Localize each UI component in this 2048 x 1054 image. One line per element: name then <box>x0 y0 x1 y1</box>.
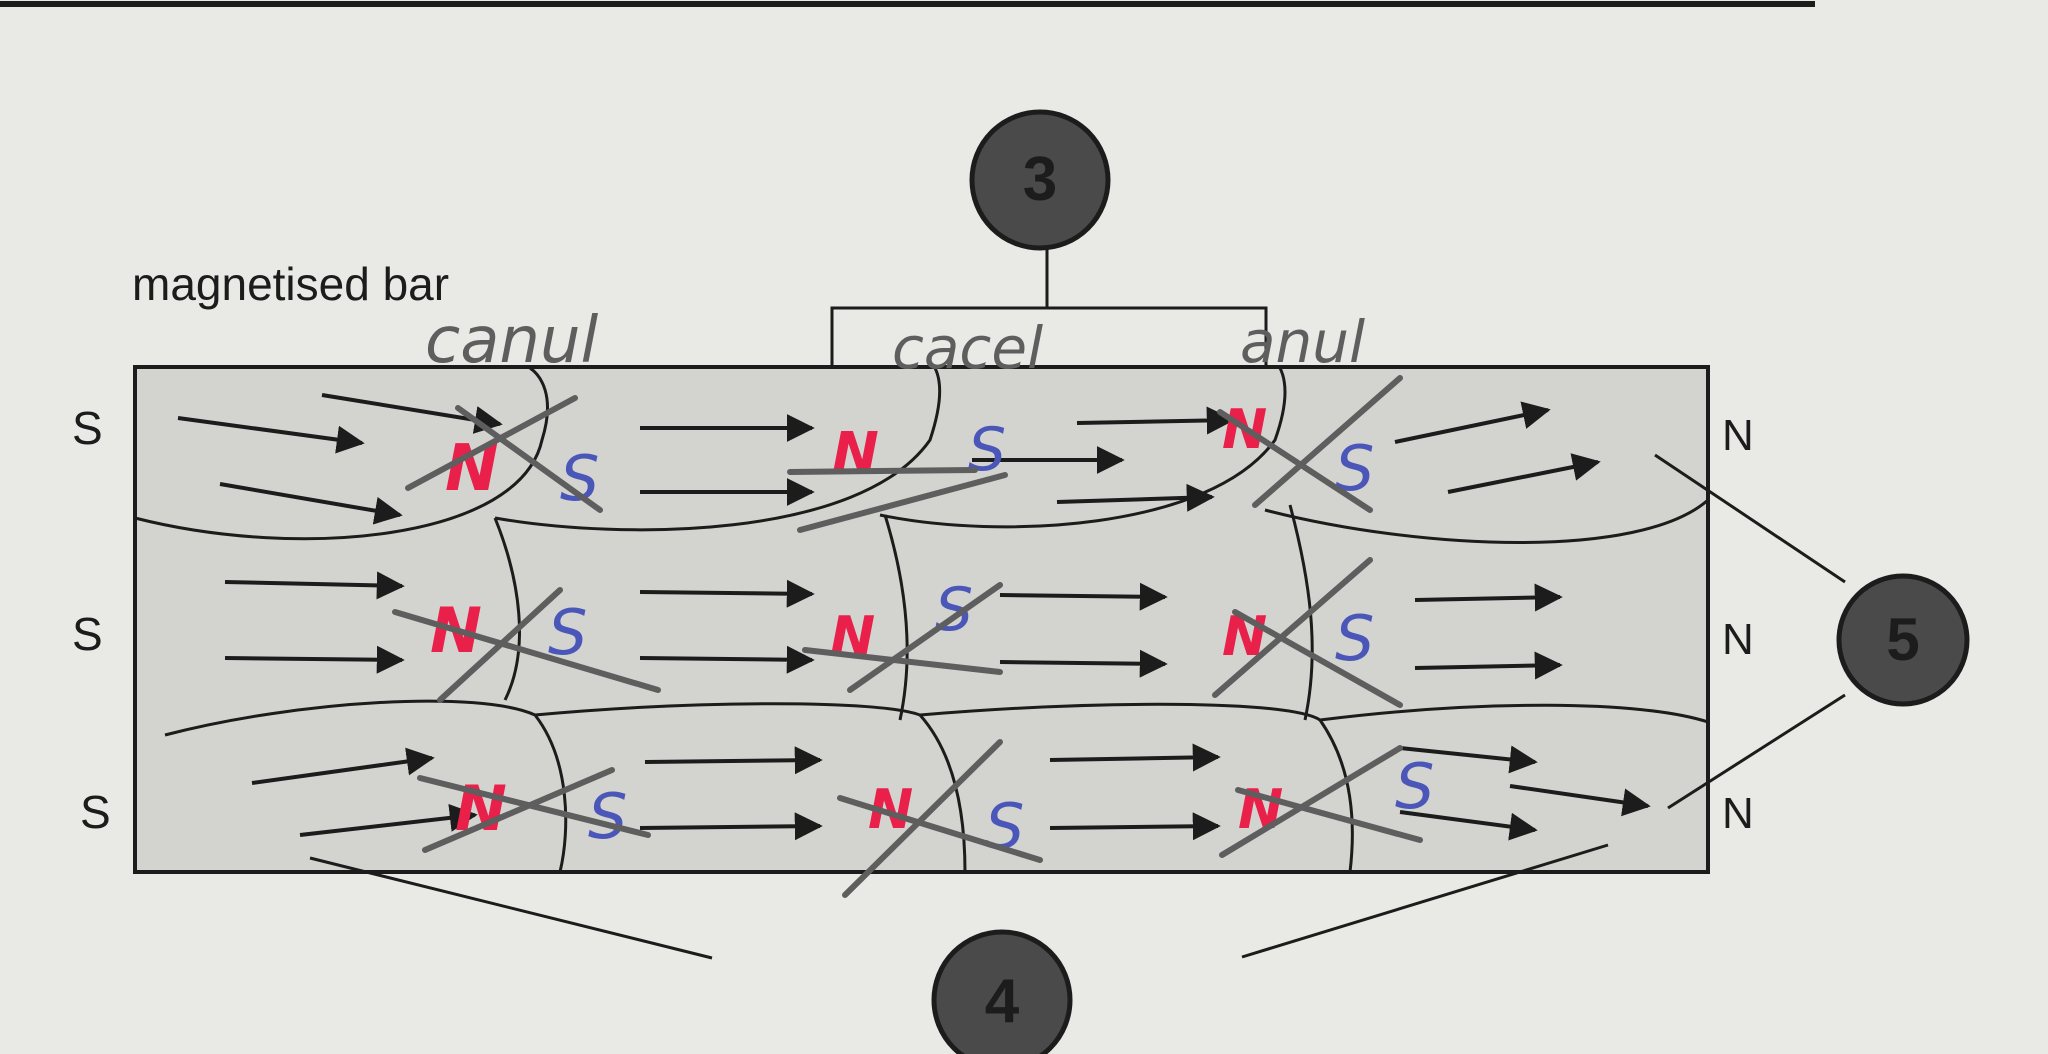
dipole-arrow <box>1399 810 1538 841</box>
crossout-stroke <box>1235 787 1423 843</box>
dipole-arrow <box>224 571 405 600</box>
domain-south-mark: S <box>1395 750 1434 823</box>
right-pole-label: N <box>1722 411 1754 460</box>
dipole-arrow <box>1056 483 1215 512</box>
domain-south-mark: S <box>588 780 627 853</box>
leader-line-5 <box>1654 453 1846 584</box>
domain-boundary <box>1264 498 1709 544</box>
leader-line-4 <box>309 856 713 960</box>
crossout-stroke <box>847 582 1003 693</box>
dipole-arrow <box>999 582 1168 611</box>
marker-3-label: 3 <box>1023 145 1057 214</box>
right-pole-label: N <box>1722 789 1754 838</box>
domain-boundary <box>493 517 521 701</box>
domain-pole-markings: N S N S N S N S N S N S N S N S N S <box>430 398 1434 863</box>
crossout-stroke <box>1217 409 1373 513</box>
dipole-arrow <box>1049 812 1221 841</box>
crossout-stroke <box>837 795 1043 863</box>
marker-4-label: 4 <box>985 967 1020 1036</box>
dipole-arrow <box>1076 406 1235 435</box>
crossout-stroke <box>405 395 578 491</box>
dipole-arrow <box>219 482 403 525</box>
handwritten-annotation: canul <box>425 304 599 378</box>
marker-5: 5 <box>1836 573 1970 707</box>
leader-line-4 <box>1241 843 1609 959</box>
domain-boundary <box>1319 703 1709 724</box>
crossout-stroke <box>802 647 1003 675</box>
dipole-arrow <box>639 579 815 608</box>
dipole-arrow <box>1509 784 1651 817</box>
handwritten-annotation: cacel <box>892 314 1043 382</box>
dipole-arrow <box>251 747 435 785</box>
dipole-arrow <box>639 812 823 841</box>
leader-lines <box>309 453 1846 960</box>
dipole-arrow <box>999 649 1168 678</box>
crossout-stroke <box>422 767 615 853</box>
crossout-stroke <box>437 587 563 703</box>
dipole-arrow <box>644 746 823 775</box>
dipole-arrow <box>1447 453 1601 494</box>
dipole-arrow <box>1414 651 1563 680</box>
domain-boundary <box>134 366 549 541</box>
domain-boundary <box>919 702 1354 873</box>
marker-5-label: 5 <box>1886 606 1919 673</box>
crossout-stroke <box>842 739 1003 898</box>
dipole-arrow <box>1394 401 1551 444</box>
crossout-stroke <box>392 609 661 693</box>
domain-north-mark: N <box>832 421 879 486</box>
dipole-arrow <box>224 645 405 674</box>
pencil-crossouts <box>392 375 1423 898</box>
left-pole-label: S <box>80 786 111 838</box>
domain-boundary <box>534 702 967 873</box>
marker-3: 3 <box>969 109 1111 251</box>
dipole-arrow <box>1049 743 1221 772</box>
handwritten-annotation: anul <box>1240 308 1365 376</box>
magnetised-bar <box>133 365 1710 874</box>
dipole-arrow <box>299 803 478 837</box>
dipole-arrow <box>639 645 815 674</box>
dipole-arrow <box>1399 745 1538 774</box>
bar-title: magnetised bar <box>132 258 449 310</box>
left-pole-label: S <box>72 402 103 454</box>
dipole-arrow <box>1414 583 1563 612</box>
right-pole-label: N <box>1722 615 1754 664</box>
domain-boundary <box>494 367 942 532</box>
domain-south-mark: S <box>1335 602 1374 675</box>
crossout-stroke <box>787 467 978 475</box>
crossout-stroke <box>1212 557 1373 698</box>
left-pole-label: S <box>72 608 103 660</box>
leader-line-5 <box>1667 693 1846 810</box>
dipole-arrow <box>177 416 365 454</box>
marker-4: 4 <box>931 929 1073 1054</box>
crossout-stroke <box>1232 609 1403 708</box>
crossout-stroke <box>1252 375 1403 508</box>
dipole-arrows <box>177 393 1651 841</box>
domain-boundary <box>883 514 909 721</box>
marker-3-bracket <box>830 248 1268 372</box>
crossout-stroke <box>797 472 1008 533</box>
crossout-stroke <box>1219 745 1403 858</box>
crossout-stroke <box>455 405 603 513</box>
